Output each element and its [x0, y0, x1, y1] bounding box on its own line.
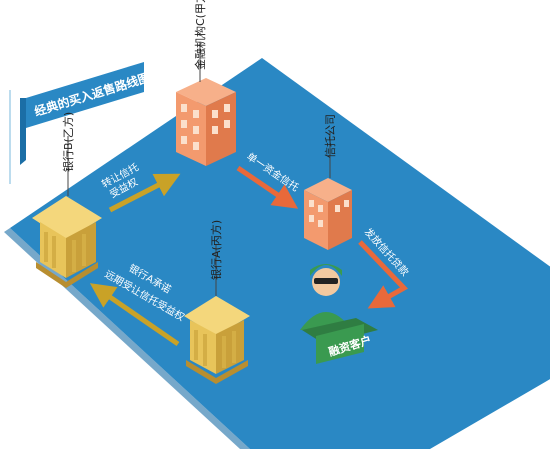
bank-a-building: [184, 296, 250, 384]
bank-b-building: [32, 196, 102, 288]
arrow-b-to-c: [108, 173, 181, 213]
label-bank-a: 银行A(丙方): [209, 220, 223, 280]
financial-institution-c-building: [176, 78, 236, 166]
label-financial-c: 金融机构C(甲方): [193, 0, 207, 70]
trust-company-building: [304, 178, 352, 250]
label-trust: 信托公司: [323, 114, 337, 158]
water-platform: [10, 58, 550, 449]
arrow-c-to-trust: [236, 165, 299, 209]
arrow-a-to-b: [89, 283, 180, 347]
customer-figure: [300, 264, 378, 364]
arrow-trust-to-customer: [358, 240, 409, 309]
label-bank-b: 银行B(乙方): [61, 112, 75, 172]
title-badge: [9, 62, 144, 184]
